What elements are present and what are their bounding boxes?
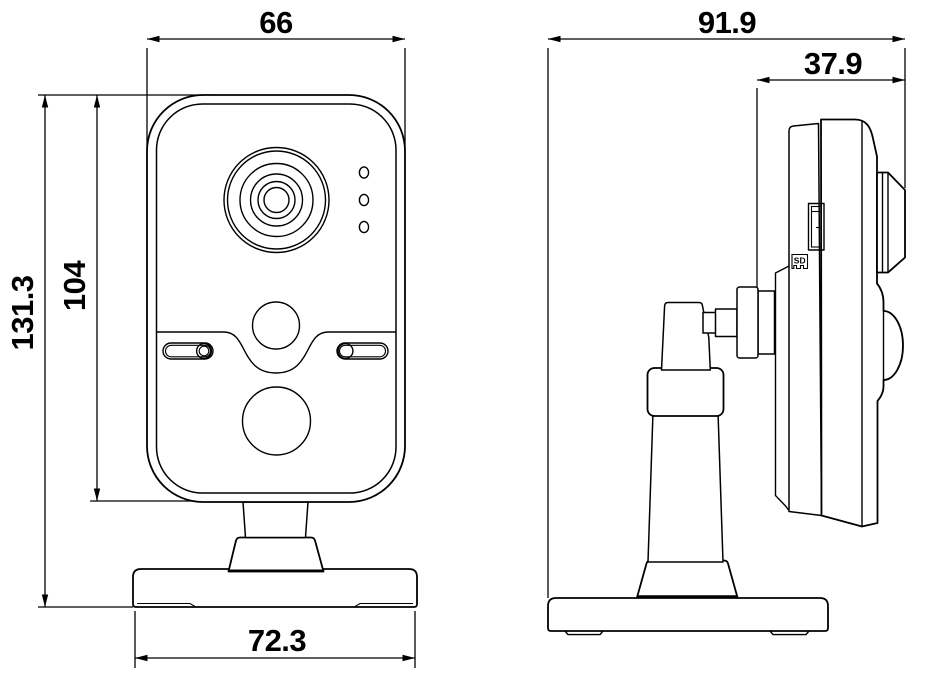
front-panel-outline <box>155 103 397 494</box>
slot-led <box>195 342 213 360</box>
arrowhead-icon <box>147 35 160 43</box>
dimension-label-total-depth: 91.9 <box>698 5 757 40</box>
back-cover-plate <box>788 122 823 517</box>
dim-front-body-height: 104 <box>57 95 213 502</box>
microphone-hole <box>251 301 301 350</box>
dimension-label-body-depth: 37.9 <box>804 46 863 81</box>
mount-pivot-disc <box>736 286 759 359</box>
slot-inner <box>338 344 387 358</box>
lens-pupil <box>263 186 290 214</box>
arrowhead-icon <box>41 95 49 108</box>
ir-led-slot-right <box>336 342 389 360</box>
base-foot-mark <box>137 602 196 607</box>
lens-ring <box>223 146 330 254</box>
arrowhead-icon <box>93 488 101 501</box>
sd-slot-inner <box>810 205 822 248</box>
slot-inner <box>164 344 212 358</box>
arrowhead-icon <box>93 95 101 108</box>
dim-front-top-width: 66 <box>146 5 406 150</box>
sd-card-slot <box>807 202 825 251</box>
camera-foot-side <box>636 559 739 599</box>
arrowhead-icon <box>41 594 49 607</box>
mount-boss <box>757 290 776 355</box>
camera-base-side <box>547 597 829 632</box>
sd-card-shape <box>791 253 809 270</box>
panel-separator-line <box>156 331 396 374</box>
dimension-label-total-height: 131.3 <box>5 275 40 350</box>
ir-led-slot-left <box>162 342 214 360</box>
camera-base-front <box>132 568 418 608</box>
dim-side-body-depth: 37.9 <box>756 46 905 288</box>
sd-card-label: SD <box>794 256 806 266</box>
mount-pivot-collar <box>714 308 738 338</box>
lens-ring <box>249 173 304 227</box>
stand-collar <box>646 367 725 417</box>
dimension-label-body-height: 104 <box>57 260 92 311</box>
front-view: 131.3 104 66 <box>5 5 418 668</box>
sd-slot-outline <box>807 202 825 251</box>
base-foot-side <box>564 630 604 636</box>
arrowhead-icon <box>548 35 561 43</box>
mount-arm <box>660 301 712 371</box>
base-foot-side <box>769 630 810 636</box>
dim-front-total-height: 131.3 <box>5 94 212 608</box>
lens-icon <box>223 146 330 254</box>
arrowhead-icon <box>402 654 415 662</box>
back-cover-face <box>774 265 790 511</box>
slot-outline <box>162 342 214 360</box>
mount-pivot-pin <box>702 311 717 334</box>
dim-front-base-width: 72.3 <box>134 611 416 668</box>
camera-neck-front <box>242 501 309 539</box>
slot-led-inner <box>198 345 210 357</box>
lens-ring <box>226 150 327 250</box>
sd-card-icon: SD <box>791 253 809 270</box>
arrowhead-icon <box>135 654 148 662</box>
pir-sensor-window <box>241 386 312 456</box>
dim-side-total-depth: 91.9 <box>547 5 906 598</box>
lens-barrel-side <box>876 171 906 274</box>
lens-ring <box>257 180 296 220</box>
status-led-column <box>358 166 370 234</box>
dimension-label-base-width: 72.3 <box>248 623 307 658</box>
stand-column <box>647 411 724 563</box>
status-led-icon <box>358 220 370 234</box>
slot-led <box>337 342 354 360</box>
status-led-icon <box>358 166 370 179</box>
arrowhead-icon <box>757 76 770 84</box>
dimension-label-top-width: 66 <box>259 5 293 40</box>
base-foot-mark <box>354 602 413 607</box>
arrowhead-icon <box>392 35 405 43</box>
side-view: 91.9 37.9 <box>547 5 906 636</box>
lens-ring <box>239 162 314 238</box>
slot-outline <box>336 342 389 360</box>
status-led-icon <box>358 193 370 207</box>
camera-foot-front <box>227 536 325 573</box>
arrowhead-icon <box>892 76 905 84</box>
arrowhead-icon <box>892 35 905 43</box>
